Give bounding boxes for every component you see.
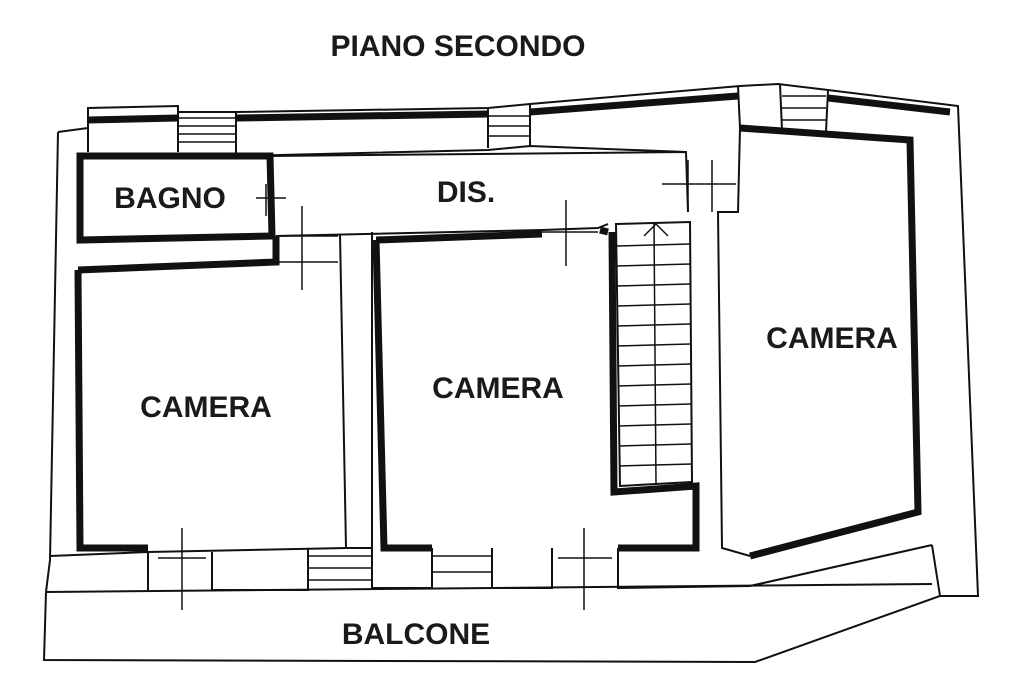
room-label-dis: DIS. bbox=[437, 176, 495, 209]
room-label-camera-middle: CAMERA bbox=[432, 372, 564, 405]
room-label-bagno: BAGNO bbox=[114, 182, 226, 215]
north-windows bbox=[178, 95, 826, 143]
outer-perimeter bbox=[42, 82, 980, 664]
room-label-camera-left: CAMERA bbox=[140, 391, 272, 424]
staircase bbox=[614, 220, 694, 488]
bagno-walls bbox=[76, 152, 286, 244]
disimpegno-walls bbox=[269, 150, 736, 290]
camera-middle-walls bbox=[372, 226, 700, 552]
south-wall bbox=[49, 528, 933, 610]
camera-right-walls bbox=[716, 124, 922, 560]
north-wall bbox=[87, 83, 951, 157]
room-label-camera-right: CAMERA bbox=[766, 322, 898, 355]
camera-left-walls bbox=[74, 232, 373, 552]
plan-title: PIANO SECONDO bbox=[330, 30, 585, 63]
room-label-balcone: BALCONE bbox=[342, 618, 490, 651]
